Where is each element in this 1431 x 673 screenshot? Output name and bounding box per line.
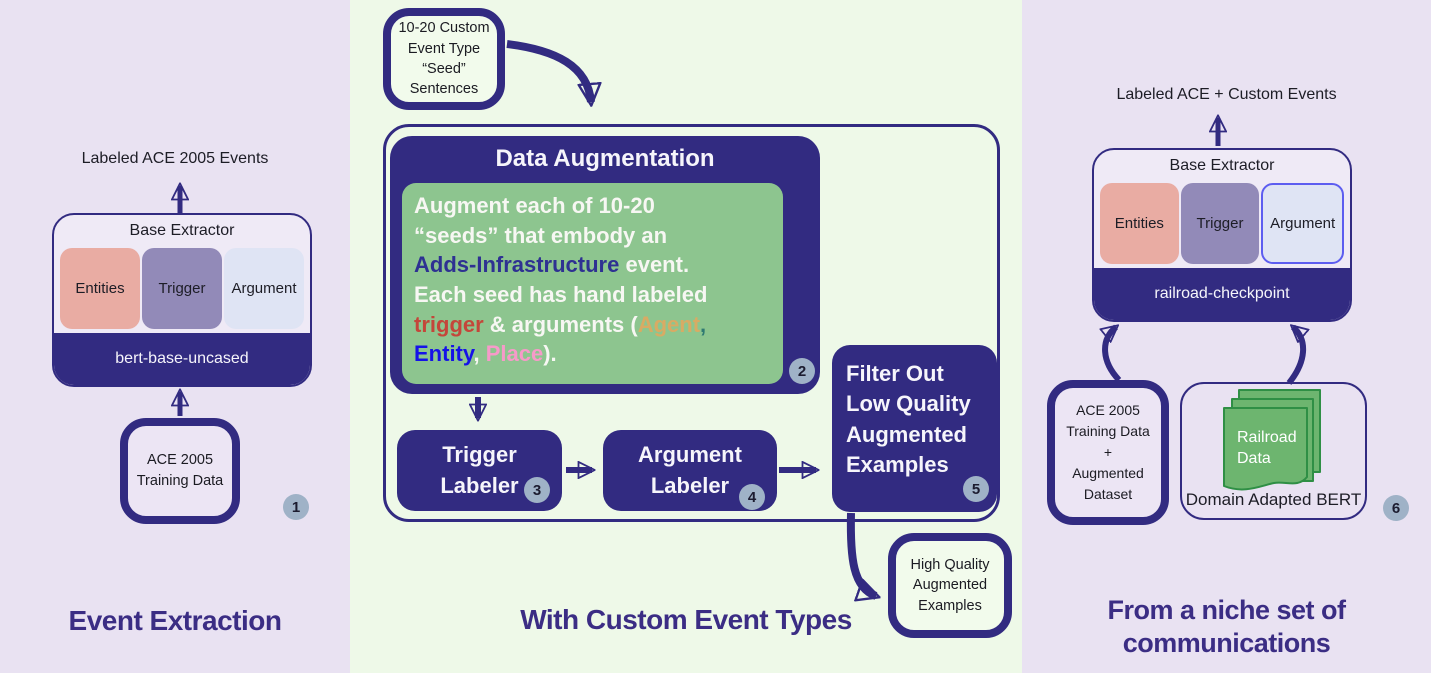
left-base-extractor-title: Base Extractor xyxy=(129,222,235,239)
step-badge-5: 5 xyxy=(963,476,989,502)
domain-adapted-bert-box: Railroad Data Domain Adapted BERT xyxy=(1180,382,1367,520)
right-entities-box: Entities xyxy=(1100,183,1179,264)
step-badge-6: 6 xyxy=(1383,495,1409,521)
step-badge-2: 2 xyxy=(789,358,815,384)
seed-sentences-box: 10-20 Custom Event Type “Seed” Sentences xyxy=(383,8,505,110)
panel-event-extraction: Labeled ACE 2005 Events Base Extractor E… xyxy=(0,0,350,673)
left-output-label: Labeled ACE 2005 Events xyxy=(81,150,269,167)
right-base-extractor-title: Base Extractor xyxy=(1169,157,1275,174)
domain-adapted-bert-label: Domain Adapted BERT xyxy=(1185,490,1362,509)
right-panel-title: From a niche set of communications xyxy=(1107,595,1346,658)
right-extractor-components: Entities Trigger Argument xyxy=(1100,183,1345,264)
panel-custom-event-types: 10-20 Custom Event Type “Seed” Sentences… xyxy=(350,0,1022,673)
left-training-data-box: ACE 2005 Training Data xyxy=(120,418,240,524)
left-extractor-components: Entities Trigger Argument xyxy=(60,248,304,329)
left-trigger-box: Trigger xyxy=(142,248,222,329)
middle-panel-title: With Custom Event Types xyxy=(520,604,852,635)
data-augmentation-title: Data Augmentation xyxy=(495,145,715,172)
right-output-label: Labeled ACE + Custom Events xyxy=(1116,86,1337,103)
step-badge-3: 3 xyxy=(524,477,550,503)
step-badge-4: 4 xyxy=(739,484,765,510)
right-trigger-box: Trigger xyxy=(1180,183,1260,264)
left-base-extractor: Base Extractor Entities Trigger Argument… xyxy=(52,213,312,387)
railroad-data-label: Railroad Data xyxy=(1237,429,1297,467)
right-argument-box: Argument xyxy=(1261,183,1345,264)
right-training-data-box: ACE 2005 Training Data + Augmented Datas… xyxy=(1047,380,1169,525)
left-panel-title: Event Extraction xyxy=(68,605,282,636)
left-base-model-bar: bert-base-uncased xyxy=(54,333,310,385)
augmentation-pipeline-frame xyxy=(383,124,1000,522)
railroad-data-documents-icon xyxy=(1223,389,1321,491)
left-entities-box: Entities xyxy=(60,248,140,329)
data-augmentation-box: Data Augmentation Augment each of 10-20 … xyxy=(390,136,820,394)
right-base-extractor: Base Extractor Entities Trigger Argument… xyxy=(1092,148,1352,322)
augmentation-description: Augment each of 10-20 “seeds” that embod… xyxy=(402,183,783,384)
left-argument-box: Argument xyxy=(224,248,304,329)
panel-niche-communications: Labeled ACE + Custom Events Base Extract… xyxy=(1022,0,1431,673)
right-base-model-bar: railroad-checkpoint xyxy=(1094,268,1350,320)
high-quality-examples-box: High Quality Augmented Examples xyxy=(888,533,1012,638)
step-badge-1: 1 xyxy=(283,494,309,520)
filter-box: Filter Out Low Quality Augmented Example… xyxy=(832,345,997,512)
